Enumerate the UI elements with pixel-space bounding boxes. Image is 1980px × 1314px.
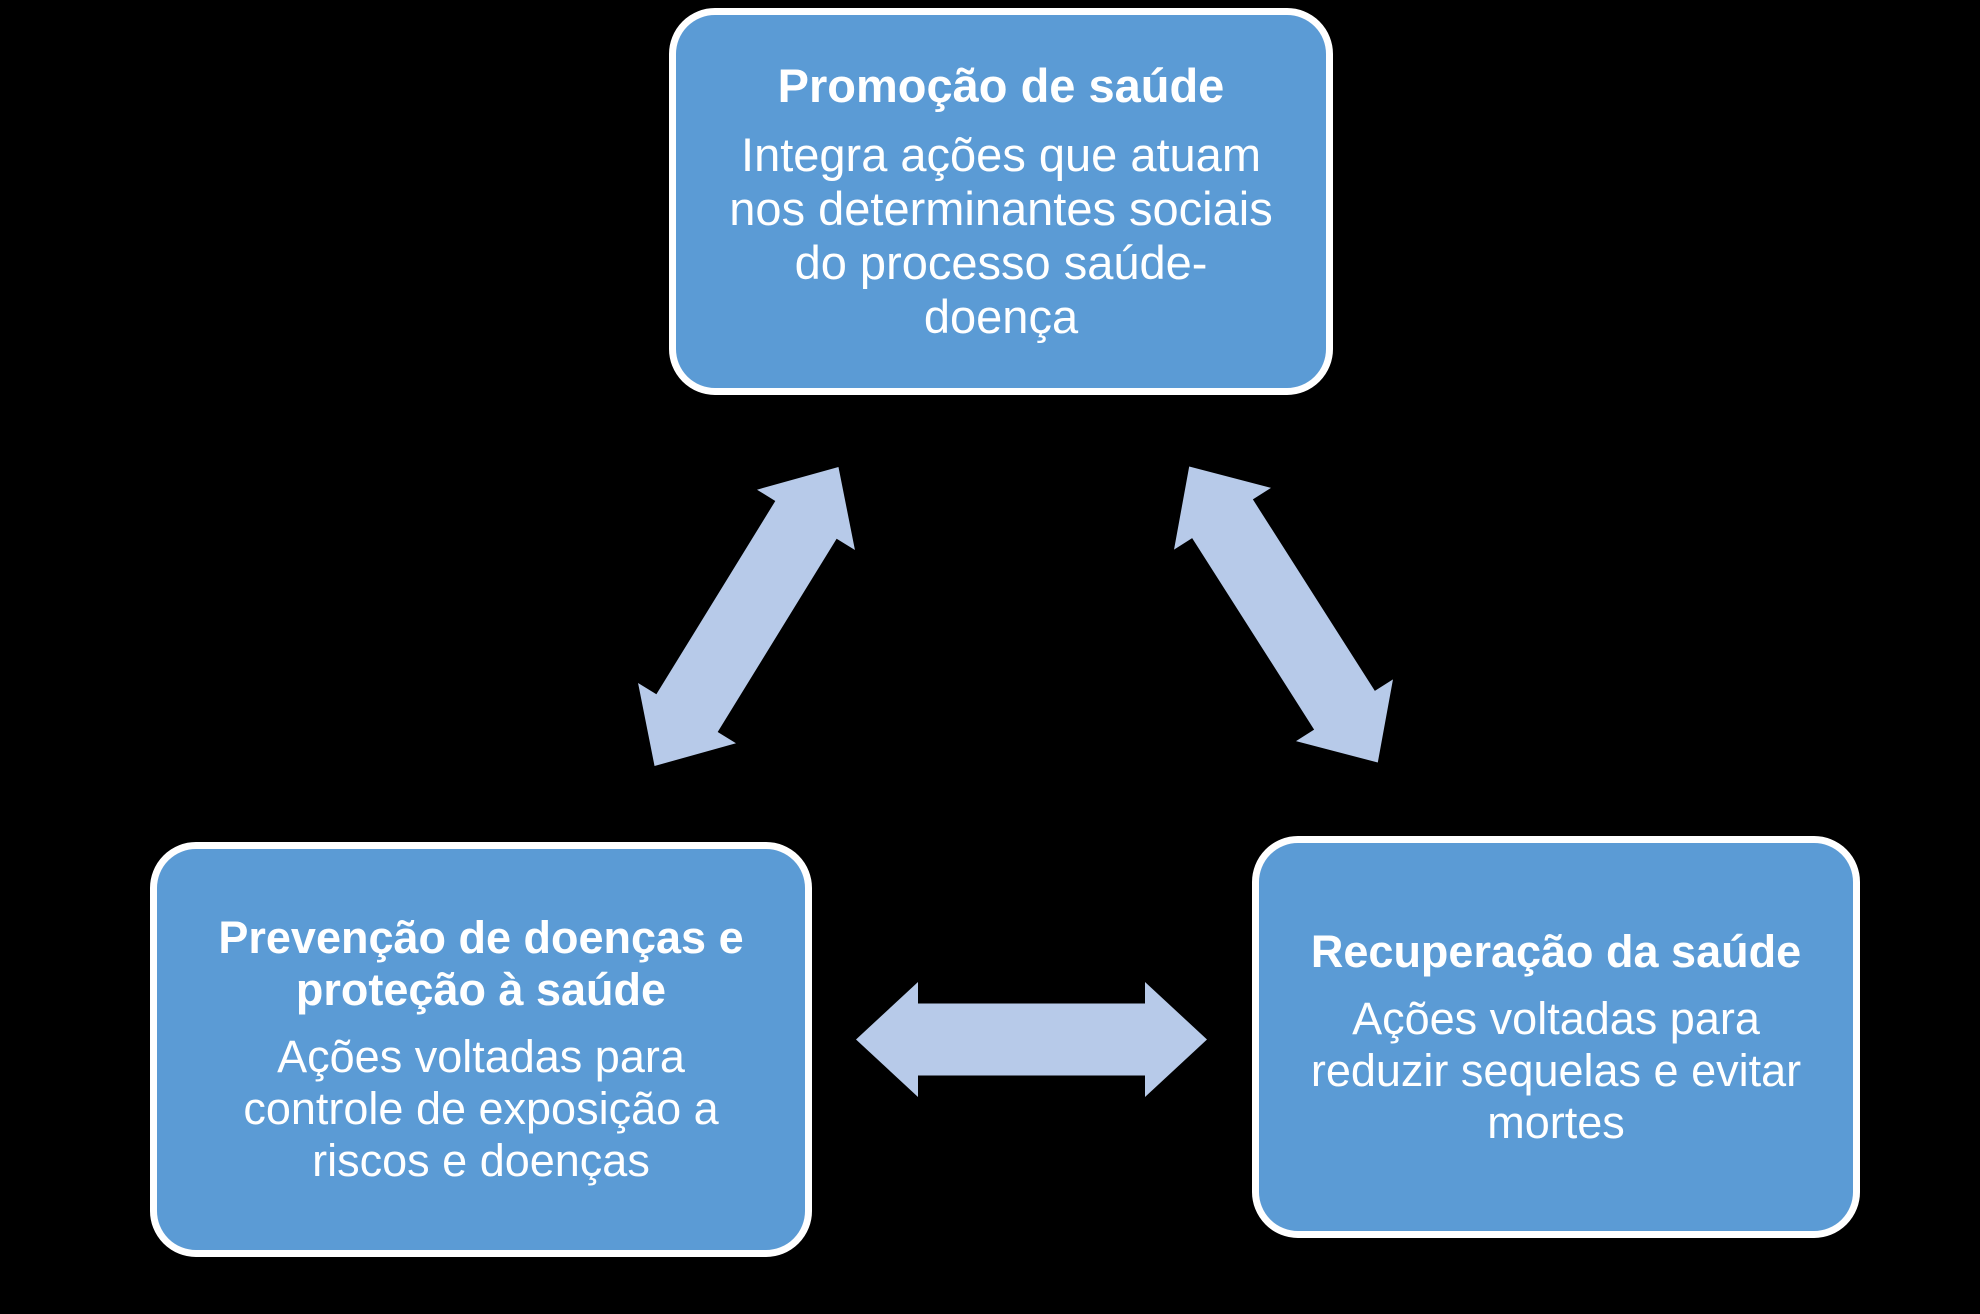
double-arrow-shape [1174,466,1393,763]
box-health-promotion: Promoção de saúde Integra ações que atua… [669,8,1333,395]
double-arrow-prevention-recovery-icon [856,982,1207,1097]
double-arrow-shape [638,467,855,766]
double-arrow-shape [856,982,1207,1097]
double-arrow-promotion-recovery-icon [1174,466,1393,763]
box-disease-prevention-description: Ações voltadas para controle de exposiçã… [243,1031,719,1186]
box-disease-prevention: Prevenção de doenças e proteção à saúde … [150,842,812,1257]
box-health-promotion-title: Promoção de saúde [777,59,1225,112]
box-health-promotion-description: Integra ações que atuam nos determinante… [729,128,1273,343]
box-health-recovery-title: Recuperação da saúde [1310,925,1802,977]
double-arrow-promotion-prevention-icon [638,467,855,766]
box-health-recovery-description: Ações voltadas para reduzir sequelas e e… [1310,992,1802,1148]
box-disease-prevention-title: Prevenção de doenças e proteção à saúde [218,912,744,1015]
box-health-recovery: Recuperação da saúde Ações voltadas para… [1252,836,1860,1238]
